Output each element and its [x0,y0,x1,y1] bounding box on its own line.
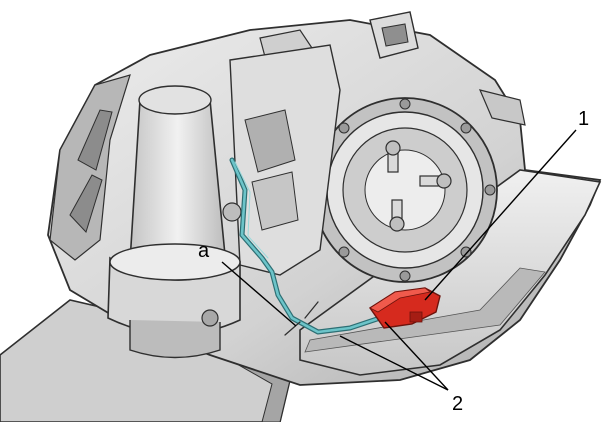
callout-1: 1 [578,108,589,130]
leader-2a [339,335,449,391]
wiring-harness [229,157,383,336]
leader-1 [424,129,577,301]
adjuster-column [107,85,242,359]
reflector-body [229,44,341,276]
leader-a [221,261,297,327]
red-connector [369,287,441,329]
leader-2b [384,321,449,391]
callout-leaders [221,129,577,391]
bulb-socket-ring [312,97,498,283]
callout-2: 2 [452,393,463,415]
callout-a: a [198,240,210,262]
